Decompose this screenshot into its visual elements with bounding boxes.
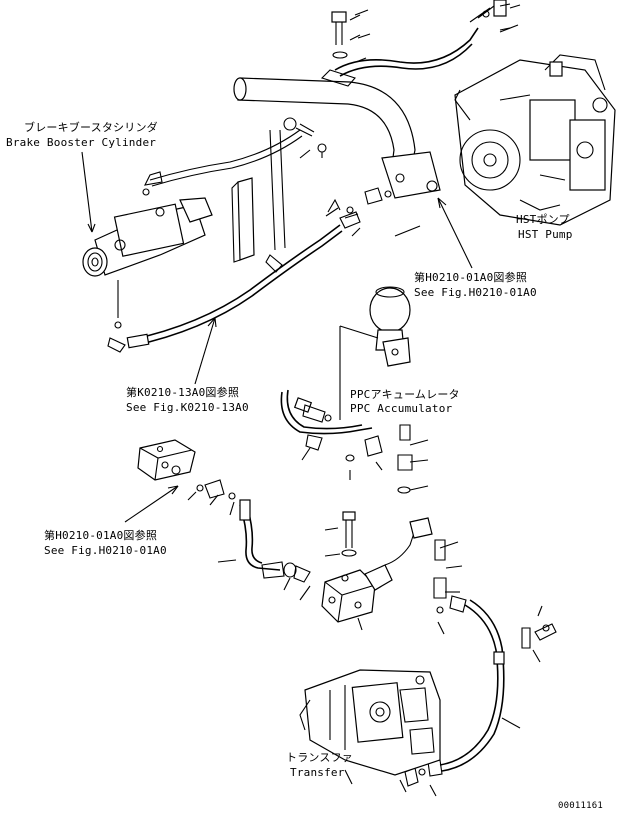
brake-booster-label-jp: ブレーキブースタシリンダ xyxy=(24,121,158,134)
drawing-number: 00011161 xyxy=(558,801,603,811)
transfer-label-jp: トランスファ xyxy=(286,751,353,764)
ref-h0210-left-label-jp: 第H0210-01A0図参照 xyxy=(44,529,158,542)
transfer-case-drawing xyxy=(299,669,441,776)
ppc-accumulator-label-en: PPC Accumulator xyxy=(350,402,453,415)
brake-hose xyxy=(126,206,361,349)
hst-pump-drawing xyxy=(454,54,616,226)
top-hose-lines xyxy=(320,0,511,87)
transfer-label-en: Transfer xyxy=(290,766,345,779)
hst-pump-label-jp: HSTポンプ xyxy=(516,213,570,226)
mounting-bracket xyxy=(231,117,327,273)
callout-ticks xyxy=(187,4,543,797)
ref-h0210-left-label-en: See Fig.H0210-01A0 xyxy=(44,544,167,557)
elbow-fittings xyxy=(327,187,392,219)
brake-booster-label-en: Brake Booster Cylinder xyxy=(6,136,157,149)
ppc-accumulator-label-jp: PPCアキュームレータ xyxy=(350,388,460,401)
ref-h0210-top-label-jp: 第H0210-01A0図参照 xyxy=(414,271,528,284)
ppc-accumulator-drawing xyxy=(339,286,411,420)
center-valve-block-drawing xyxy=(321,511,433,623)
leader-lines xyxy=(81,151,473,523)
lower-left-hose xyxy=(196,479,311,583)
ref-k0210-label-en: See Fig.K0210-13A0 xyxy=(126,401,249,414)
brake-booster-cylinder-drawing xyxy=(82,129,303,353)
transfer-hose xyxy=(404,539,557,787)
ref-k0210-label-jp: 第K0210-13A0図参照 xyxy=(126,386,240,399)
ref-h0210-top-label-en: See Fig.H0210-01A0 xyxy=(414,286,537,299)
ppc-hose-lines xyxy=(280,389,413,494)
suction-elbow-pipe xyxy=(233,77,441,199)
left-valve-block-drawing xyxy=(137,439,196,481)
hst-pump-label-en: HST Pump xyxy=(518,228,573,241)
